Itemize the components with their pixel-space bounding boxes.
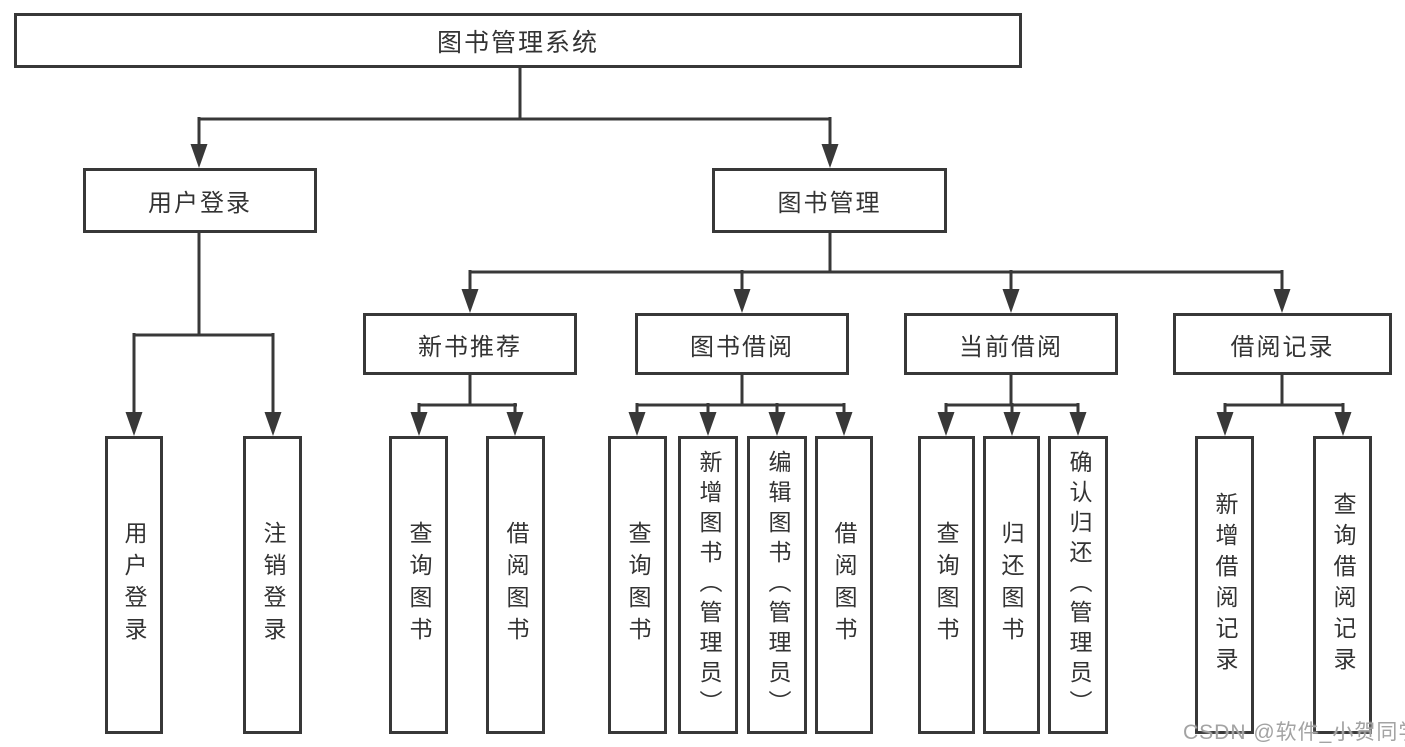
node-label: 用户登录	[148, 190, 252, 217]
leaf-edit-book-admin: 编辑图书（管理员）	[747, 436, 807, 734]
watermark: CSDN @软件_小贺同学	[1183, 721, 1405, 744]
leaf-query-books-2: 查询图书	[608, 436, 667, 734]
node-library-system: 图书管理系统	[14, 13, 1022, 68]
node-label: 图书借阅	[690, 333, 794, 361]
leaf-query-books-1: 查询图书	[389, 436, 448, 734]
node-new-book-recommend: 新书推荐	[363, 313, 577, 375]
node-label: 借阅记录	[1230, 333, 1335, 361]
leaf-query-books-3: 查询图书	[918, 436, 975, 734]
node-label: 图书管理系统	[436, 28, 599, 57]
leaf-return-books: 归还图书	[983, 436, 1040, 734]
node-book-borrowing: 图书借阅	[635, 313, 849, 375]
node-book-management: 图书管理	[712, 168, 947, 233]
leaf-user-login: 用户登录	[105, 436, 163, 734]
node-user-login: 用户登录	[83, 168, 317, 233]
node-borrow-records: 借阅记录	[1173, 313, 1392, 375]
node-label: 当前借阅	[959, 333, 1063, 361]
leaf-confirm-return-admin: 确认归还（管理员）	[1048, 436, 1108, 734]
leaf-borrow-books-2: 借阅图书	[815, 436, 873, 734]
leaf-add-borrow-record: 新增借阅记录	[1195, 436, 1254, 734]
arrowheads	[125, 144, 1352, 436]
node-label: 图书管理	[777, 190, 882, 217]
leaf-borrow-books-1: 借阅图书	[486, 436, 545, 734]
node-current-borrowing: 当前借阅	[904, 313, 1118, 375]
leaf-query-borrow-record: 查询借阅记录	[1313, 436, 1372, 734]
leaf-logout: 注销登录	[243, 436, 302, 734]
leaf-add-book-admin: 新增图书（管理员）	[678, 436, 738, 734]
node-label: 新书推荐	[418, 333, 522, 361]
